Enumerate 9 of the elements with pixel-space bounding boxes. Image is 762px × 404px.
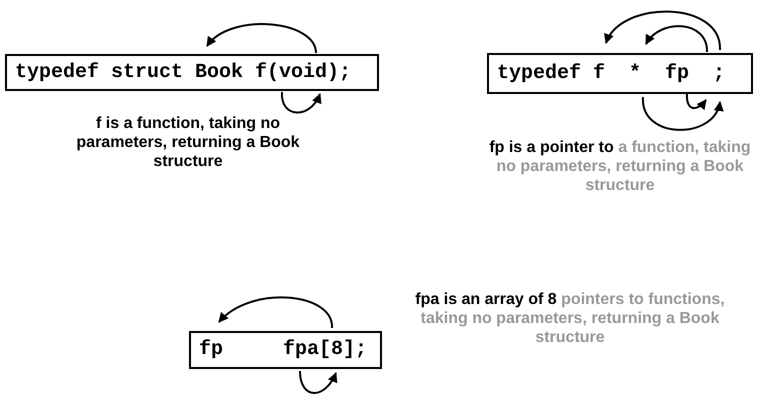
caption-text: fpa is an array of 8 pointers to functions, taking no parameters, returning a Book structure [415,290,725,347]
caption-text: fp is a pointer to a function, taking no parameters, returning a Book structure [488,138,752,195]
code-text: typedef f * fp ; [497,64,726,84]
code-box [5,54,379,91]
caption-text: f is a function, taking no parameters, returning a Book structure [75,114,301,171]
code-text: typedef struct Book f(void); [15,62,352,82]
code-box [189,331,382,369]
code-box [487,53,753,94]
code-text: fp fpa[8]; [199,340,368,360]
